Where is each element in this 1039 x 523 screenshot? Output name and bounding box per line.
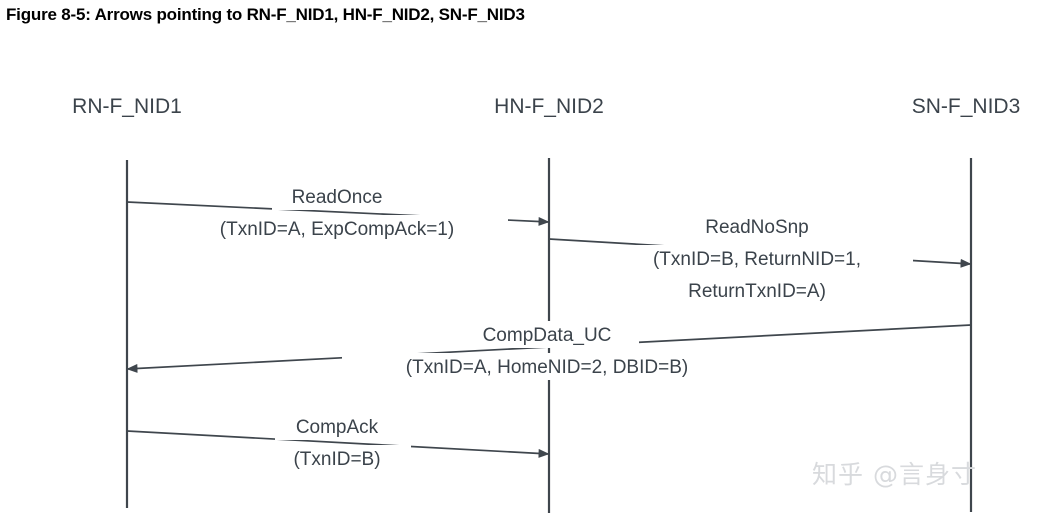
lifeline-label-sn: SN-F_NID3 bbox=[912, 95, 1021, 118]
msg-compdata-label-line: CompData_UC bbox=[483, 325, 612, 346]
msg-readonce-label-line: ReadOnce bbox=[292, 187, 383, 208]
msg-readonce-label-line: (TxnID=A, ExpCompAck=1) bbox=[220, 219, 454, 240]
watermark: 知乎 @言身寸 bbox=[812, 460, 977, 489]
lifeline-labels-group: RN-F_NID1 HN-F_NID2 SN-F_NID3 bbox=[72, 95, 1020, 118]
msg-compdata-label-backdrop bbox=[342, 353, 752, 380]
msg-compdata: CompData_UC (TxnID=A, HomeNID=2, DBID=B) bbox=[126, 321, 972, 380]
msg-compack-arrow bbox=[126, 430, 550, 458]
messages-group: ReadOnce (TxnID=A, ExpCompAck=1) ReadNoSnp… bbox=[126, 183, 972, 472]
msg-compdata-label-backdrop bbox=[455, 321, 639, 348]
msg-compack-label-backdrop bbox=[263, 445, 411, 472]
msg-readnosnp-label-line: (TxnID=B, ReturnNID=1, bbox=[653, 249, 861, 270]
msg-compack-label-line: CompAck bbox=[296, 417, 379, 438]
msg-readonce: ReadOnce (TxnID=A, ExpCompAck=1) bbox=[126, 183, 550, 242]
msg-readnosnp-label-line: ReturnTxnID=A) bbox=[688, 281, 826, 302]
lifeline-label-hn: HN-F_NID2 bbox=[494, 95, 604, 118]
msg-readnosnp-label-backdrop bbox=[681, 213, 833, 240]
msg-readonce-label-backdrop bbox=[272, 183, 402, 210]
lifeline-label-rn: RN-F_NID1 bbox=[72, 95, 182, 118]
figure-title: Figure 8-5: Arrows pointing to RN-F_NID1… bbox=[6, 5, 525, 24]
msg-readonce-label-backdrop bbox=[166, 215, 508, 242]
msg-readnosnp: ReadNoSnp (TxnID=B, ReturnNID=1, ReturnTxn… bbox=[548, 213, 972, 304]
msg-readnosnp-label-backdrop bbox=[653, 277, 861, 304]
msg-readnosnp-label-backdrop bbox=[601, 245, 913, 272]
msg-compack-label-backdrop bbox=[275, 413, 399, 440]
msg-compack-label-line: (TxnID=B) bbox=[293, 449, 380, 470]
msg-readnosnp-label-line: ReadNoSnp bbox=[705, 217, 809, 238]
msg-compdata-label-line: (TxnID=A, HomeNID=2, DBID=B) bbox=[406, 357, 688, 378]
msg-compack: CompAck (TxnID=B) bbox=[126, 413, 550, 472]
